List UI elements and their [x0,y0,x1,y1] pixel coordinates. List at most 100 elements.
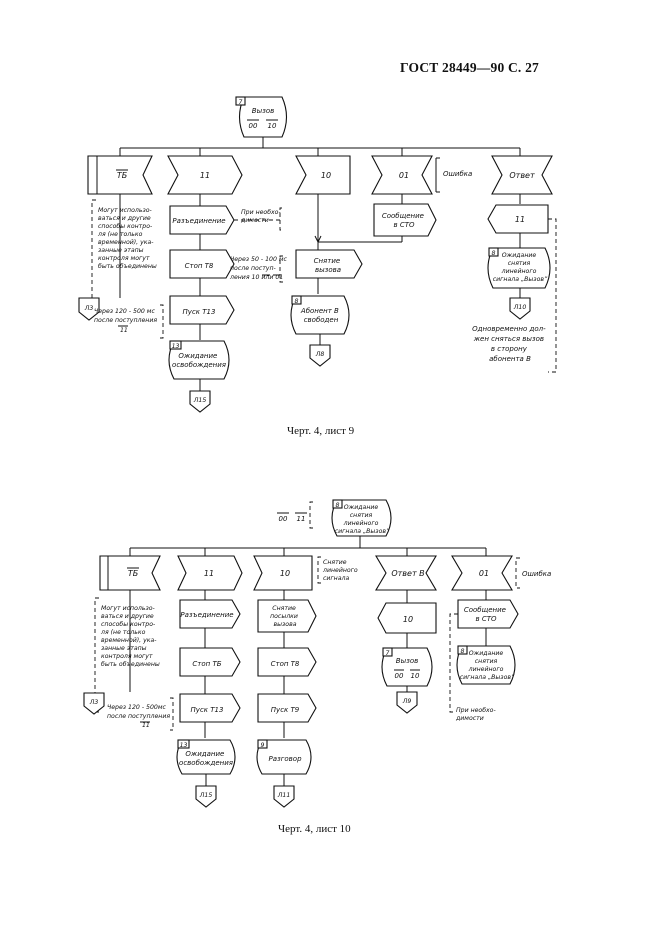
state-wait-call-release-10-label: Ожидание снятия линейного сигнала „Вызов… [335,504,390,535]
output-call-signal-removal-label: Снятие посылки вызова [270,605,300,628]
signal-00: 00 [279,515,288,523]
output-message-sto-label: Сообщение в СТО [382,212,426,229]
input-10-label: 10 [280,569,290,578]
svg-text:7: 7 [386,650,390,657]
state-conversation-label: Разговор [268,755,302,763]
connector-l15 [189,390,211,413]
svg-text:8: 8 [492,250,496,257]
input-tb-label: ТБ [117,171,128,180]
note-error: Ошибка [443,170,472,178]
svg-text:Л11: Л11 [277,792,291,799]
caption-sheet-9: Черт. 4, лист 9 [287,425,355,437]
output-start-t9-label: Пуск Т9 [271,706,300,714]
svg-text:Л3: Л3 [84,305,94,312]
state-wait-call-release [456,645,516,685]
output-stop-t8 [257,647,317,677]
output-disconnect-label: Разъединение [172,217,225,225]
state-wait-release [176,739,236,775]
state-wait-call-release [487,247,551,289]
input-tb [87,155,153,195]
signal-00: 00 [249,122,258,130]
state-wait-release-label: Ожидание освобождения [172,352,226,369]
state-wait-call-release-label: Ожидание снятия линейного сигнала „Вызов… [460,650,515,681]
input-tb-label: ТБ [128,569,139,578]
output-disconnect [179,599,241,629]
input-answer-b-label: Ответ В [391,569,424,578]
output-call-signal-removal [257,599,317,633]
svg-text:9: 9 [261,742,265,749]
output-stop-tb [179,647,241,677]
input-10-label: 10 [321,171,331,180]
note-error: Ошибка [522,570,551,578]
state-wait-call-release-label: Ожидание снятия линейного сигнала „Вызов… [493,252,548,283]
connector-l15 [195,785,217,808]
input-11-label: 11 [200,171,210,180]
input-answer-label: Ответ [509,171,535,180]
state-num-box [235,96,246,106]
output-11 [487,204,549,234]
state-subscriber-free [290,295,350,335]
output-10-label: 10 [403,615,413,624]
svg-text:Л15: Л15 [199,792,213,799]
output-disconnect [169,205,235,235]
input-01 [451,555,513,591]
signal-10: 10 [268,122,277,130]
output-start-t13 [179,693,241,723]
note-control-methods: Могут использо- ваться и другие способы … [97,207,157,270]
state-call-label: Вызов [396,657,418,665]
connector-l11 [273,785,295,808]
svg-text:13: 13 [180,742,188,749]
input-01-label: 01 [479,569,489,578]
state-label: Вызов [252,107,274,115]
input-10 [295,155,351,195]
output-11-label: 11 [515,215,525,224]
output-stop-t8-label: Стоп Т8 [185,262,214,270]
connector-l8 [309,344,331,367]
connector-l10 [509,297,531,320]
sheet-9: 7 Вызов 00 10 ТБ 11 10 01 [78,96,557,413]
state-wait-release-label: Ожидание освобождения [179,750,233,767]
state-call [381,647,433,687]
connector-l3 [83,692,105,715]
output-call-removal [295,249,363,279]
connector-l3 [78,297,100,321]
input-01 [371,155,433,195]
state-subscriber-free-label: Абонент В свободен [300,307,341,324]
output-message-sto [457,599,519,629]
svg-text:Л15: Л15 [193,397,207,404]
input-answer-b [375,555,437,591]
input-01-label: 01 [399,171,409,180]
input-answer [491,155,553,195]
note-timer-50-100: Через 50 - 100 мс после поступ- ления 10… [229,256,289,281]
svg-text:10: 10 [411,672,420,680]
note-if-needed: При необхо- димости [455,706,498,722]
svg-text:13: 13 [172,343,180,350]
input-10 [253,555,313,591]
svg-text:Л10: Л10 [513,304,527,311]
svg-text:00: 00 [395,672,404,680]
note-timer-120-500: Через 120 - 500 мс после поступления 11 [94,308,159,334]
state-wait-call-release-10 [331,499,392,537]
signal-11: 11 [297,515,306,523]
svg-text:8: 8 [295,298,299,305]
state-wait-release [168,340,230,380]
output-stop-t8 [169,249,235,279]
state-conversation [256,739,312,775]
output-start-t13-label: Пуск Т13 [183,308,216,316]
input-11 [177,555,243,591]
output-start-t13-label: Пуск Т13 [191,706,224,714]
svg-text:8: 8 [461,648,465,655]
note-control-methods: Могут использо- ваться и другие способы … [100,605,160,668]
state-num: 7 [239,99,243,106]
output-message-sto [373,203,437,237]
note-if-needed: При необхо- димости [240,208,283,224]
svg-text:Л8: Л8 [315,351,325,358]
output-message-sto-label: Сообщение в СТО [464,606,508,623]
svg-text:Л9: Л9 [402,698,412,705]
output-stop-tb-label: Стоп ТБ [192,660,221,668]
output-start-t9 [257,693,317,723]
svg-text:Л3: Л3 [89,699,99,706]
output-10 [377,602,437,634]
note-timer-120-500: Через 120 - 500мс после поступления 11 [107,704,172,729]
